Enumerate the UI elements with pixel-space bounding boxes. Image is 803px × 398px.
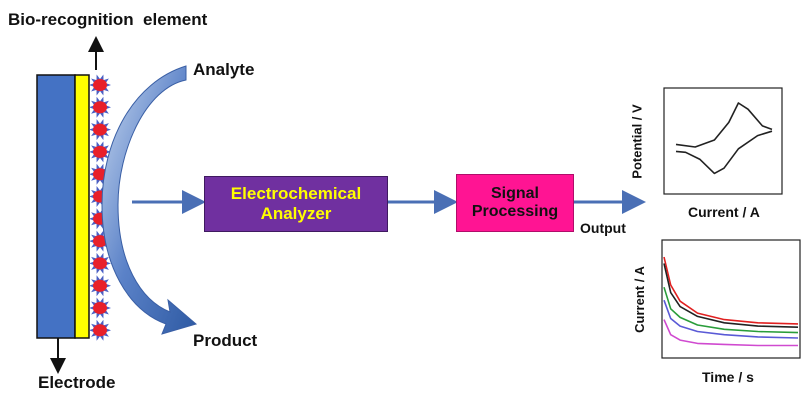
it-xlabel: Time / s	[702, 369, 754, 385]
bio-particle	[93, 123, 107, 136]
signal-processing-box: Signal Processing	[456, 174, 574, 232]
electrode-block	[36, 74, 76, 339]
analyzer-line1: Electrochemical	[230, 184, 362, 204]
cv-chart-series	[675, 102, 773, 175]
bio-particle	[93, 279, 107, 292]
cv-chart-frame	[663, 87, 783, 195]
it-lines-series-3	[663, 299, 799, 339]
membrane-strip	[74, 74, 90, 339]
electrode-label: Electrode	[38, 373, 116, 392]
bio-particle	[93, 145, 107, 158]
signal-line1: Signal	[490, 184, 539, 202]
bio-particle	[93, 324, 107, 337]
output-label: Output	[580, 220, 626, 236]
signal-line2: Processing	[471, 203, 559, 220]
cv-lines-series-1	[675, 130, 773, 175]
cv-ylabel: Potential / V	[629, 104, 645, 179]
analyte-product-curved-arrow	[101, 65, 198, 335]
cv-xlabel: Current / A	[688, 204, 760, 220]
it-lines-series-0	[663, 256, 799, 325]
it-chart-frame	[661, 239, 801, 359]
it-chart-series	[663, 256, 799, 347]
analyte-label: Analyte	[193, 60, 255, 79]
bio-particle	[93, 235, 107, 248]
bio-particle	[93, 257, 107, 270]
bio-particle	[93, 79, 107, 91]
electrochemical-analyzer-box: Electrochemical Analyzer	[204, 176, 388, 232]
it-lines-series-4	[663, 319, 798, 347]
it-lines-series-2	[663, 286, 799, 334]
cv-lines-series-0	[675, 102, 773, 148]
product-label: Product	[193, 331, 258, 350]
bio-particle	[93, 101, 107, 114]
bio-recognition-label: Bio-recognition element	[8, 10, 208, 29]
bio-particle	[93, 302, 107, 314]
it-ylabel: Current / A	[631, 266, 647, 333]
it-lines-series-1	[663, 263, 799, 328]
analyzer-line2: Analyzer	[260, 204, 332, 223]
